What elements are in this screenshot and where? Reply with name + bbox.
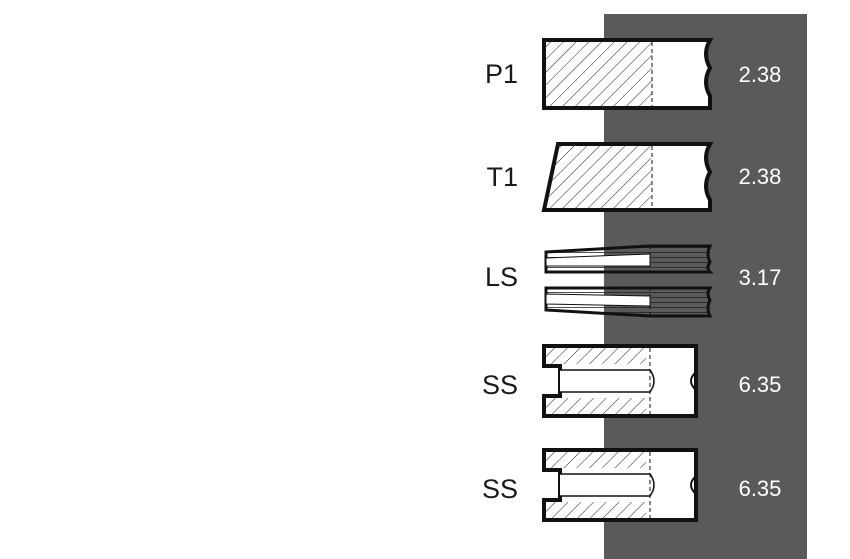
- ring-value: 6.35: [738, 372, 782, 397]
- ring-code: SS: [481, 370, 518, 400]
- ring-row-p1: P1 2.38: [0, 24, 850, 124]
- ring-row-t1: T1 2.38: [0, 126, 850, 226]
- slotted-ring-profile-icon: [542, 448, 698, 522]
- ring-value: 6.35: [738, 476, 782, 501]
- split-rail-ring-profile-icon: [544, 244, 714, 318]
- ring-value: 2.38: [738, 164, 782, 189]
- plain-ring-profile-icon: [542, 38, 714, 110]
- slotted-ring-profile-icon: [542, 344, 698, 418]
- ring-value: 2.38: [738, 62, 782, 87]
- ring-code: P1: [484, 59, 518, 89]
- ring-row-ss-2: SS 6.35: [0, 438, 850, 538]
- ring-code: LS: [484, 262, 518, 292]
- ring-value: 3.17: [738, 265, 782, 290]
- ring-code: SS: [481, 474, 518, 504]
- taper-ring-profile-icon: [541, 142, 714, 212]
- ring-code: T1: [486, 162, 518, 192]
- ring-row-ss-1: SS 6.35: [0, 334, 850, 434]
- ring-row-ls: LS 3.17: [0, 230, 850, 330]
